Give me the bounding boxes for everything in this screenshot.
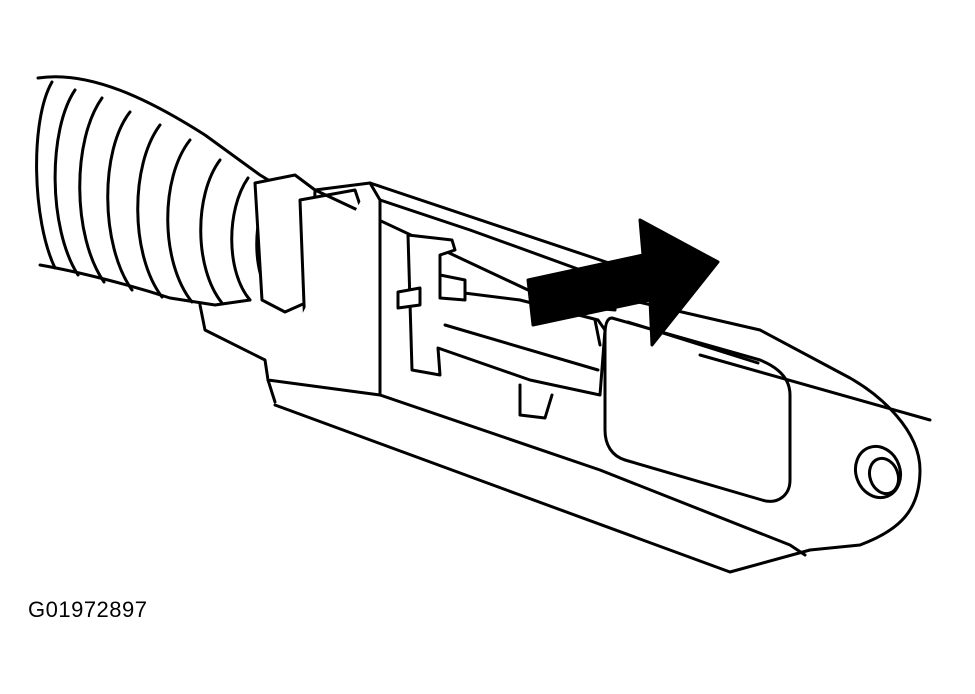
recessed-panel xyxy=(603,316,792,503)
locking-tab xyxy=(396,233,607,420)
connector-body xyxy=(266,181,932,574)
direction-arrow xyxy=(526,218,720,347)
mounting-hole xyxy=(853,444,903,500)
wire-harness-conduit xyxy=(35,75,287,307)
figure-id-label: G01972897 xyxy=(28,597,148,622)
